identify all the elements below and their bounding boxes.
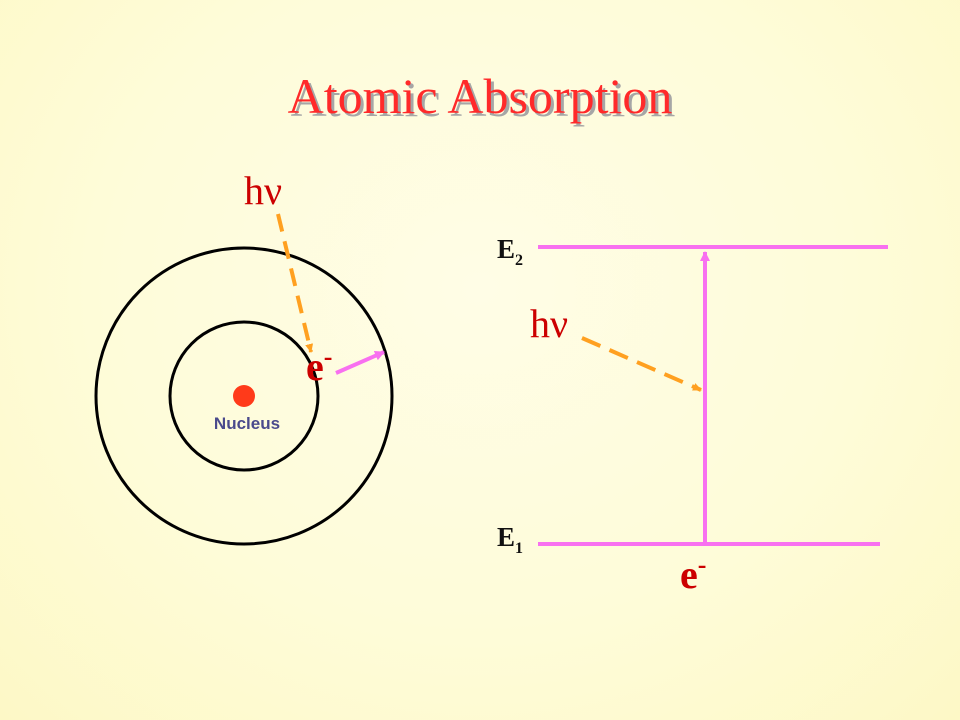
energy-level-diagram: E2 E1 hν e- xyxy=(497,234,888,597)
atom-model: Nucleus hν e- xyxy=(94,168,394,546)
upper-level-symbol: E xyxy=(497,234,515,264)
atom-electron-label: e- xyxy=(306,342,332,389)
atom-electron-symbol: e xyxy=(306,344,324,389)
lower-level-subscript: 1 xyxy=(515,540,523,557)
atom-electron-charge: - xyxy=(324,342,333,371)
lower-level-symbol: E xyxy=(497,522,515,552)
outer-orbit xyxy=(94,246,394,546)
energy-photon-arrow xyxy=(581,336,702,392)
lower-level-label: E1 xyxy=(497,522,523,557)
energy-electron-charge: - xyxy=(698,550,707,579)
nucleus xyxy=(233,385,255,407)
upper-level-subscript: 2 xyxy=(515,252,523,269)
energy-electron-label: e- xyxy=(680,550,706,597)
slide-title: Atomic Absorption xyxy=(287,68,673,124)
electron-jump-arrow xyxy=(335,350,385,375)
energy-photon-label: hν xyxy=(530,301,568,346)
atom-photon-label: hν xyxy=(244,168,282,213)
upper-level-label: E2 xyxy=(497,234,523,269)
inner-orbit xyxy=(168,320,320,472)
atom-photon-arrow xyxy=(276,213,314,353)
energy-electron-symbol: e xyxy=(680,552,698,597)
nucleus-label: Nucleus xyxy=(214,414,280,433)
